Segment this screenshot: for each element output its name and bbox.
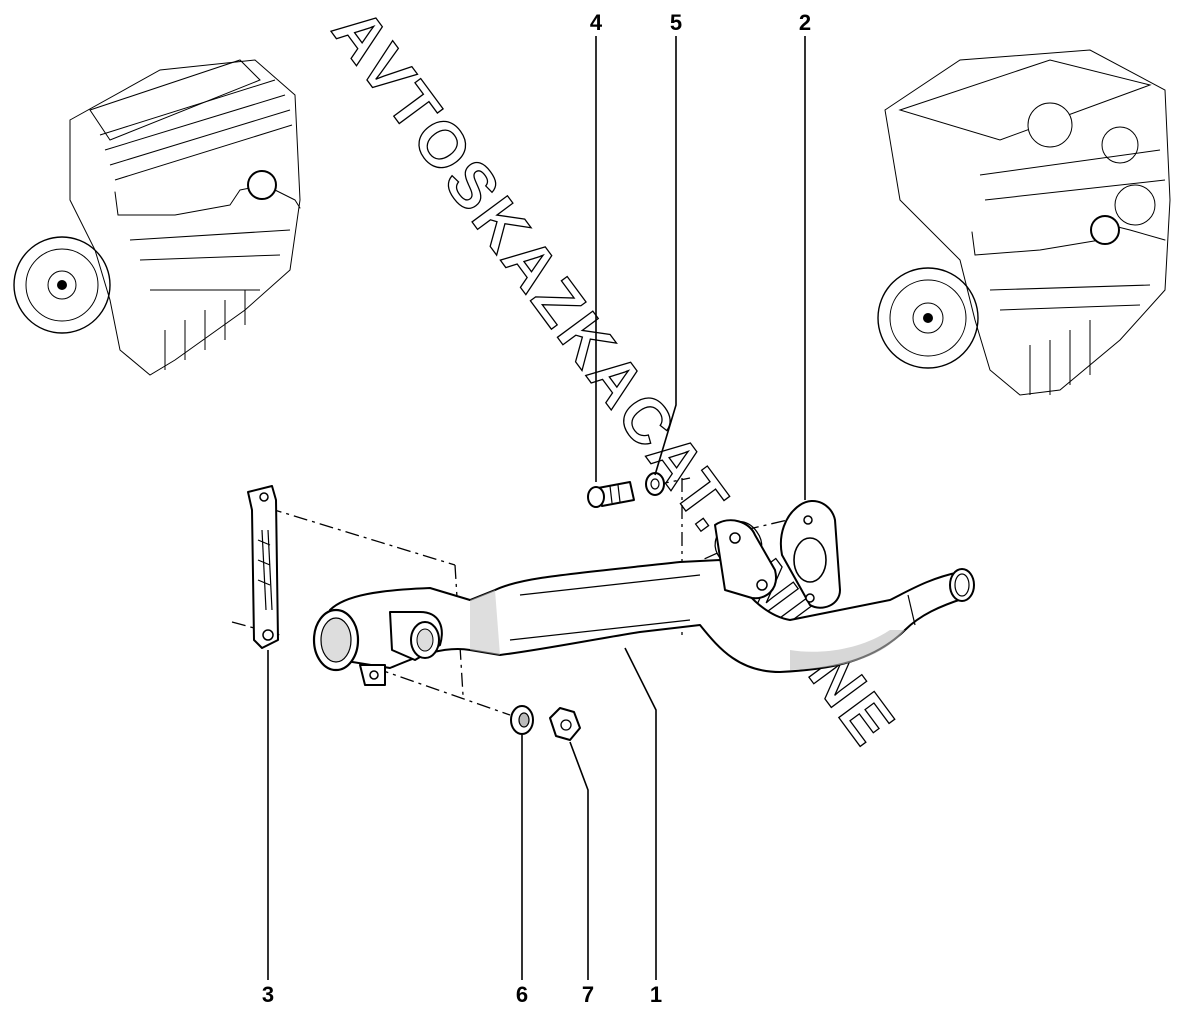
callout-3: 3 [262, 982, 274, 1007]
callout-5: 5 [670, 10, 682, 35]
callout-7: 7 [582, 982, 594, 1007]
water-pipe-part-1 [312, 519, 975, 686]
engine-illustration-left [13, 59, 301, 376]
callout-4: 4 [590, 10, 603, 35]
nut-part-7 [549, 707, 581, 741]
callout-2: 2 [799, 10, 811, 35]
gasket-part-2 [780, 500, 841, 609]
bolt-part-4 [587, 481, 635, 508]
engine-illustration-right [877, 49, 1171, 396]
washer-part-6 [510, 705, 534, 735]
callout-6: 6 [516, 982, 528, 1007]
leader-lines [267, 36, 806, 980]
washer-part-5 [645, 472, 665, 496]
bracket-part-3 [247, 485, 279, 649]
callout-1: 1 [650, 982, 662, 1007]
